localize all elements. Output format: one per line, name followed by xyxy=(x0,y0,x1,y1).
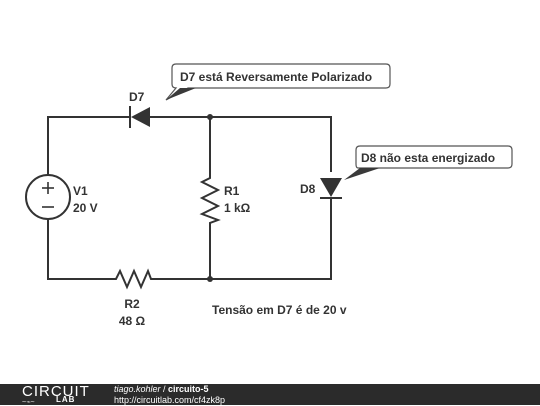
wires xyxy=(47,116,332,280)
r1-value-label: 1 kΩ xyxy=(224,201,251,215)
r1-name-label: R1 xyxy=(224,184,240,198)
credit-block: tiago.kohler / circuito-5 http://circuit… xyxy=(114,384,225,406)
credit-separator: / xyxy=(160,384,169,394)
waveform-icon: ~⌁~ xyxy=(22,398,35,406)
circuitlab-logo-lab: LAB xyxy=(56,395,76,404)
r2-name-label: R2 xyxy=(124,297,140,311)
diode-d7 xyxy=(129,106,150,128)
wire-d7-to-d8 xyxy=(150,116,332,172)
circuit-title-link[interactable]: circuito-5 xyxy=(168,384,209,394)
circuit-schematic: D7 D8 V1 20 V R1 1 kΩ R2 48 Ω D7 está Re… xyxy=(25,63,513,328)
credit-line: tiago.kohler / circuito-5 xyxy=(114,384,225,395)
d7-label: D7 xyxy=(129,90,145,104)
junction-bottom xyxy=(207,276,213,282)
d8-label: D8 xyxy=(300,182,316,196)
wire-r2-to-v1 xyxy=(47,219,111,280)
wire-v1-to-d7 xyxy=(47,116,130,175)
diode-d8 xyxy=(320,178,342,199)
callout-d7: D7 está Reversamente Polarizado xyxy=(165,63,391,101)
voltage-source-v1 xyxy=(25,174,71,220)
callout-d8-text: D8 não esta energizado xyxy=(361,151,495,165)
circuitlab-logo-text[interactable]: CIRCUIT xyxy=(22,383,90,400)
footer-bar: CIRCUIT ~⌁~ LAB tiago.kohler / circuito-… xyxy=(0,383,540,406)
callout-d8: D8 não esta energizado xyxy=(344,145,513,180)
v1-value-label: 20 V xyxy=(73,201,98,215)
resistor-r1 xyxy=(199,173,221,225)
note-text: Tensão em D7 é de 20 v xyxy=(212,303,347,317)
r2-value-label: 48 Ω xyxy=(119,314,146,328)
resistor-r2 xyxy=(111,268,153,290)
v1-name-label: V1 xyxy=(73,184,88,198)
junction-top xyxy=(207,114,213,120)
callout-d7-text: D7 está Reversamente Polarizado xyxy=(180,70,372,84)
author-link[interactable]: tiago.kohler xyxy=(114,384,161,394)
circuit-url-link[interactable]: http://circuitlab.com/cf4zk8p xyxy=(114,395,226,405)
